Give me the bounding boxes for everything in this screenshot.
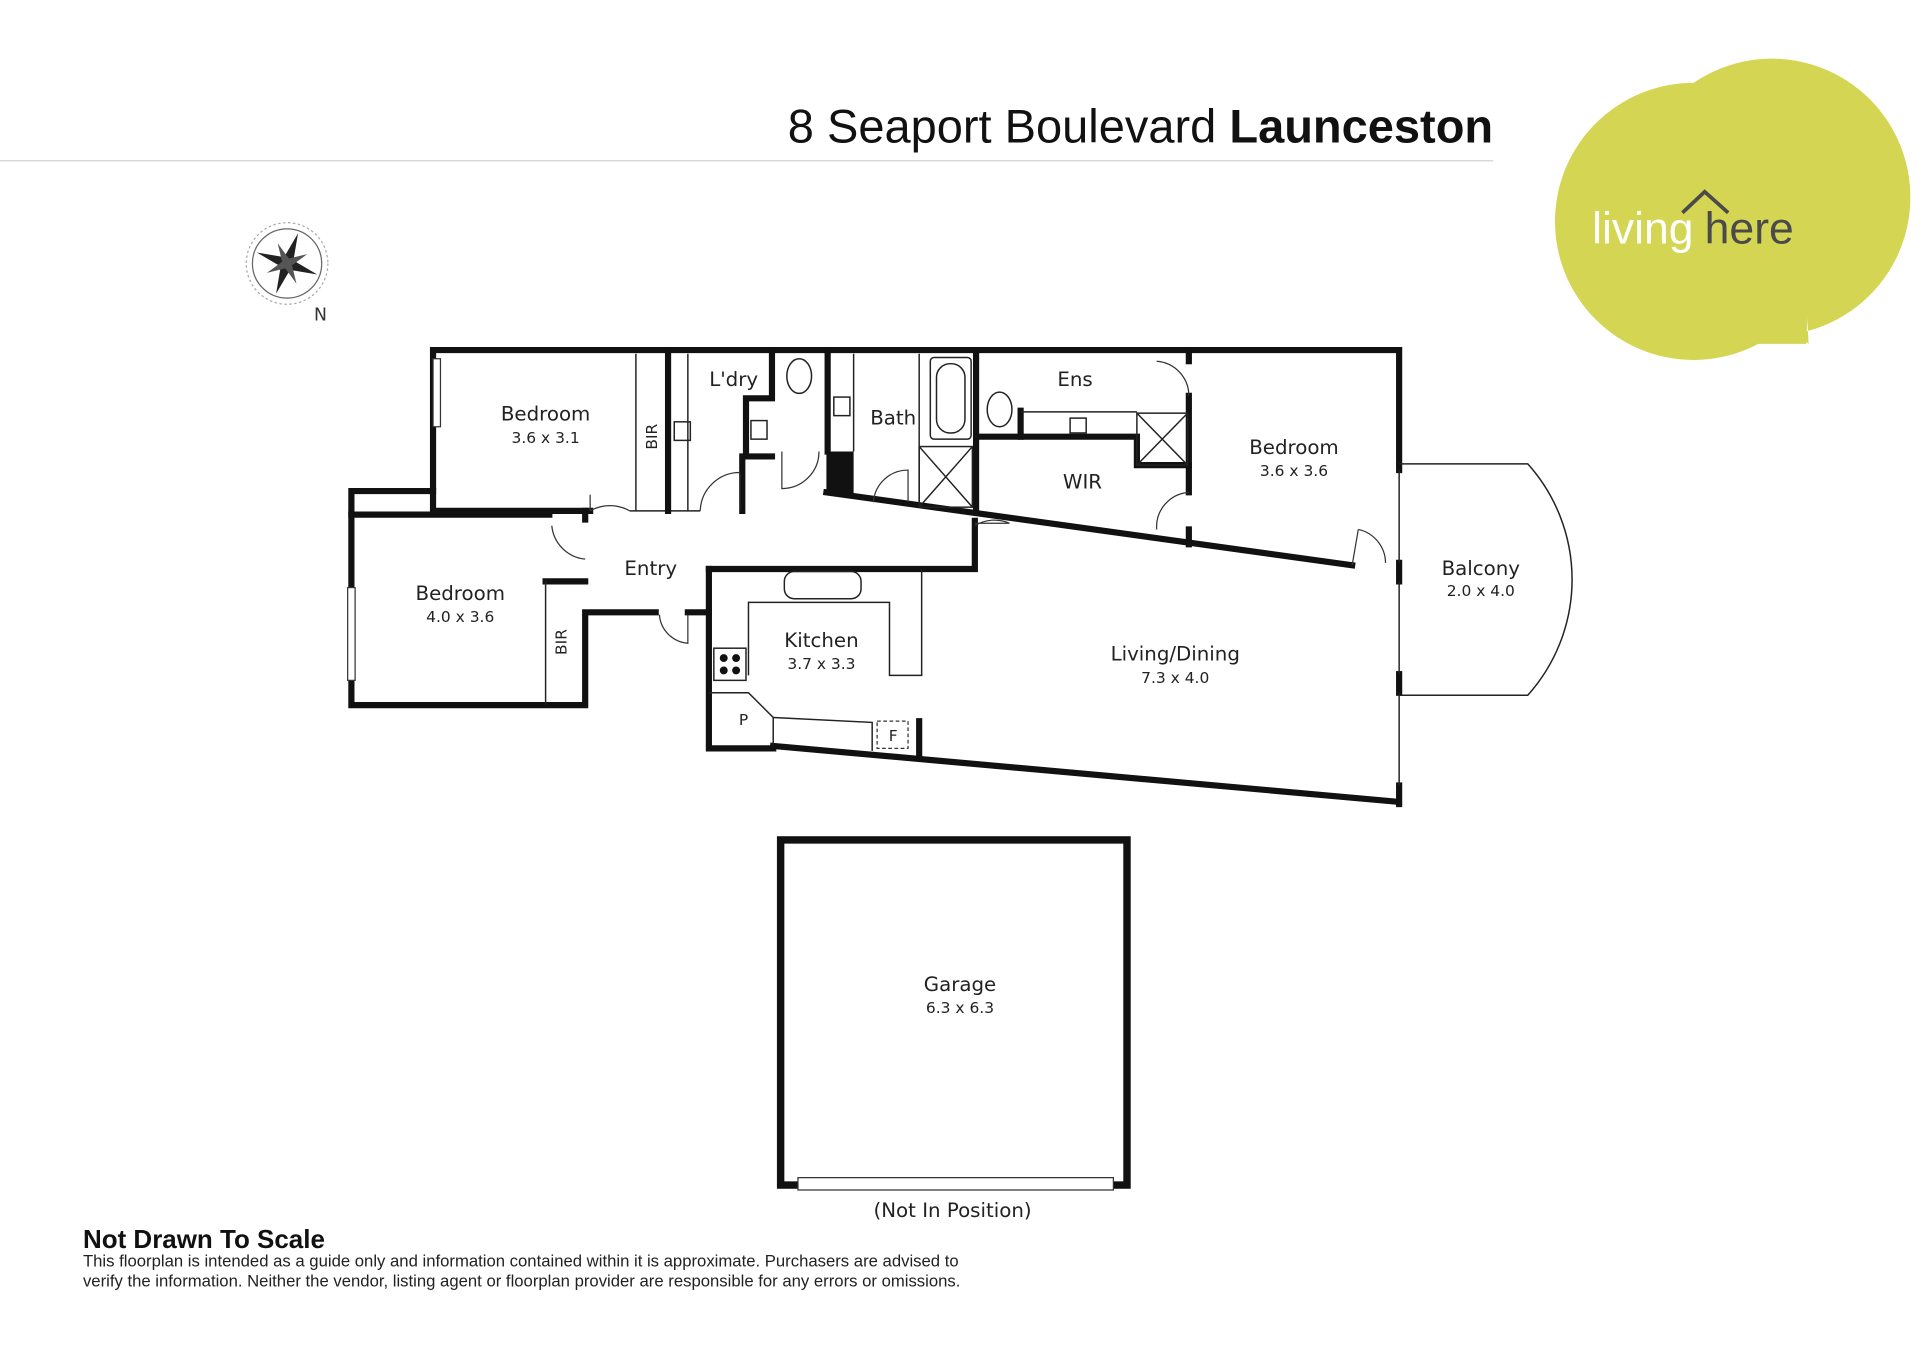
room-label-kitchen: Kitchen: [784, 629, 858, 652]
compass-rose-icon: [245, 222, 329, 305]
sink-icon: [1069, 417, 1087, 434]
bathtub-icon: [929, 356, 972, 440]
garage: [776, 836, 1131, 1191]
room-label-bedroom2: Bedroom: [416, 582, 505, 605]
disclaimer-line2: verify the information. Neither the vend…: [83, 1271, 960, 1290]
sink-icon: [673, 421, 692, 442]
room-label-garage: Garage: [924, 973, 996, 996]
fridge-space: [876, 720, 909, 750]
floorplan-walls: [348, 346, 1403, 808]
window: [347, 586, 356, 681]
room-label-bir: BIR: [553, 629, 571, 655]
toilet-icon: [786, 357, 813, 395]
shower-icon: [918, 445, 974, 508]
toilet-icon: [986, 391, 1013, 428]
garage-note: (Not In Position): [874, 1199, 1032, 1222]
shower-icon: [1136, 412, 1189, 466]
room-dims-bedroom2: 4.0 x 3.6: [426, 608, 494, 626]
livinghere-logo: living here: [1555, 58, 1911, 360]
room-label-bir: BIR: [643, 423, 661, 449]
page-title: 8 Seaport Boulevard Launceston: [788, 99, 1493, 152]
logo-text-here: here: [1705, 205, 1794, 254]
room-label-pantry: P: [739, 711, 748, 729]
room-label-living: Living/Dining: [1111, 643, 1240, 666]
window: [432, 358, 442, 428]
room-label-laundry: L'dry: [709, 368, 758, 391]
room-label-balcony: Balcony: [1442, 557, 1521, 580]
room-label-bedroom3: Bedroom: [1249, 436, 1338, 459]
room-dims-kitchen: 3.7 x 3.3: [787, 655, 855, 673]
room-label-wir: WIR: [1063, 471, 1102, 494]
fixtures: [347, 356, 1387, 751]
address: 8 Seaport Boulevard: [788, 99, 1217, 152]
room-label-bath: Bath: [870, 406, 916, 429]
fridge-label: F: [889, 727, 898, 745]
sink-icon: [750, 419, 768, 440]
room-dims-balcony: 2.0 x 4.0: [1447, 582, 1515, 600]
room-dims-bedroom3: 3.6 x 3.6: [1260, 462, 1328, 480]
garage-door: [797, 1177, 1115, 1191]
room-dims-living: 7.3 x 4.0: [1141, 669, 1209, 687]
room-label-bedroom1: Bedroom: [501, 403, 590, 426]
sink-icon: [833, 396, 851, 417]
logo-text-living: living: [1592, 205, 1693, 254]
kitchen-sink-icon: [783, 570, 862, 600]
room-dims-garage: 6.3 x 6.3: [926, 999, 994, 1017]
cooktop-icon: [713, 647, 747, 682]
room-label-entry: Entry: [624, 557, 677, 580]
suburb: Launceston: [1229, 99, 1493, 152]
compass-north-label: N: [314, 305, 327, 325]
house-roof-icon: [1681, 189, 1730, 215]
balcony: [1398, 463, 1573, 786]
room-dims-bedroom1: 3.6 x 3.1: [512, 429, 580, 447]
room-label-ensuite: Ens: [1057, 368, 1092, 391]
disclaimer-line1: This floorplan is intended as a guide on…: [83, 1252, 959, 1271]
disclaimer-heading: Not Drawn To Scale: [83, 1224, 325, 1254]
